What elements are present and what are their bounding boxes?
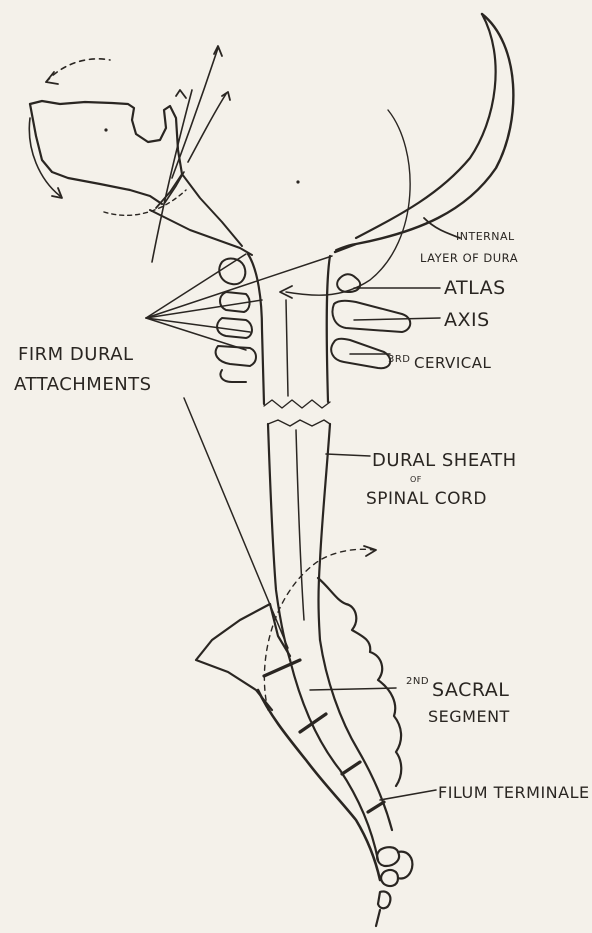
cervical-vertebrae: [216, 259, 411, 382]
label-firm-dural-line2: ATTACHMENTS: [14, 374, 152, 395]
label-sacral-line1: SACRAL: [432, 679, 509, 701]
label-sacral-line2: SEGMENT: [428, 707, 510, 726]
labels: INTERNAL LAYER OF DURA ATLAS AXIS 3RD CE…: [14, 230, 590, 802]
label-firm-dural-line1: FIRM DURAL: [18, 344, 134, 365]
label-dural-sheath-line1: DURAL SHEATH: [372, 450, 517, 471]
cranium-outline: [30, 14, 513, 255]
sacral-rotation-arrowhead: [364, 546, 376, 556]
label-dural-sheath-line2: SPINAL CORD: [366, 489, 487, 509]
label-filum-terminale: FILUM TERMINALE: [438, 783, 590, 802]
label-internal-dura-line2: LAYER OF DURA: [420, 251, 518, 265]
label-dural-sheath-of: OF: [410, 475, 422, 484]
rotation-arrows: [29, 46, 299, 262]
label-sacral-sup: 2ND: [406, 676, 429, 687]
atlas-rotation-arc: [286, 110, 410, 295]
label-axis: AXIS: [444, 309, 490, 331]
label-third-cervical-sup: 3RD: [388, 354, 411, 365]
sacrum-coccyx: [196, 578, 412, 926]
label-internal-dura-line1: INTERNAL: [456, 230, 515, 243]
label-third-cervical: CERVICAL: [414, 354, 491, 372]
label-atlas: ATLAS: [444, 277, 506, 299]
cervical-cord: [248, 254, 330, 408]
